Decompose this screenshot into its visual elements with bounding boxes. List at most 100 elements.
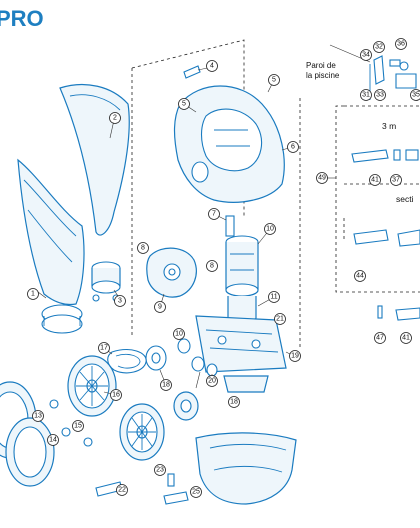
svg-text:21: 21 xyxy=(276,316,284,323)
svg-text:18: 18 xyxy=(162,382,170,389)
wall-connector-parts xyxy=(369,55,417,100)
callout-19: 19 xyxy=(289,350,301,362)
svg-text:7: 7 xyxy=(212,211,216,218)
callout-33: 33 xyxy=(374,89,386,101)
svg-text:22: 22 xyxy=(118,487,126,494)
part-4-clip xyxy=(183,65,201,79)
callout-36: 36 xyxy=(395,38,407,50)
callout-20: 20 xyxy=(206,375,218,387)
part-9-turbine-housing xyxy=(146,247,197,298)
central-body-assembly xyxy=(225,215,259,333)
callout-6: 6 xyxy=(287,141,299,153)
callout-7: 7 xyxy=(208,208,220,220)
callout-17: 17 xyxy=(98,342,110,354)
bottom-hardware xyxy=(95,473,189,505)
callout-8b: 8 xyxy=(206,260,218,272)
callout-37: 37 xyxy=(390,174,402,186)
callout-35: 35 xyxy=(410,89,420,101)
part-16-rear-wheel xyxy=(119,403,165,461)
svg-text:19: 19 xyxy=(291,353,299,360)
callout-5a: 5 xyxy=(178,98,190,110)
label-wall-line1: Paroi de xyxy=(306,61,336,70)
svg-text:5: 5 xyxy=(272,77,276,84)
gear-train xyxy=(145,338,218,377)
svg-text:35: 35 xyxy=(412,92,420,99)
callout-15: 15 xyxy=(72,420,84,432)
part-17-belt xyxy=(107,349,147,374)
svg-text:4: 4 xyxy=(210,63,214,70)
callout-8a: 8 xyxy=(137,242,149,254)
svg-text:11: 11 xyxy=(270,294,277,301)
part-3-collar xyxy=(91,261,121,302)
callout-23: 23 xyxy=(154,464,166,476)
callout-47: 47 xyxy=(374,332,386,344)
part-2-flap xyxy=(59,83,130,236)
svg-text:14: 14 xyxy=(49,437,57,444)
callout-14: 14 xyxy=(47,434,59,446)
callout-41a: 41 xyxy=(369,174,381,186)
svg-text:33: 33 xyxy=(376,92,384,99)
svg-text:25: 25 xyxy=(192,489,200,496)
label-hose-length: 3 m xyxy=(382,121,396,131)
svg-text:5: 5 xyxy=(182,101,186,108)
callouts: 1 2 3 4 5 5 6 7 8 8 9 10 10 11 13 14 15 … xyxy=(27,38,420,498)
part-18-turbine xyxy=(173,391,199,421)
svg-text:8: 8 xyxy=(141,245,145,252)
callout-4: 4 xyxy=(206,60,218,72)
svg-text:31: 31 xyxy=(362,92,370,99)
part-1-bag xyxy=(17,158,85,334)
svg-text:13: 13 xyxy=(34,413,42,420)
svg-text:2: 2 xyxy=(113,115,117,122)
svg-text:18: 18 xyxy=(230,399,238,406)
callout-3: 3 xyxy=(114,295,126,307)
svg-text:1: 1 xyxy=(31,291,35,298)
svg-text:10: 10 xyxy=(175,331,183,338)
part-16-front-wheel xyxy=(67,355,117,417)
svg-text:9: 9 xyxy=(158,304,162,311)
callout-5b: 5 xyxy=(268,74,280,86)
svg-text:3: 3 xyxy=(118,298,122,305)
callout-16: 16 xyxy=(110,389,122,401)
callout-44: 44 xyxy=(354,270,366,282)
diagram-title: PRO xyxy=(0,6,44,31)
callout-10b: 10 xyxy=(173,328,185,340)
callout-9: 9 xyxy=(154,301,166,313)
svg-text:17: 17 xyxy=(100,345,108,352)
svg-text:49: 49 xyxy=(318,175,326,182)
part-6-top-cover xyxy=(173,85,285,203)
callout-2: 2 xyxy=(109,112,121,124)
hose-accessory-panel xyxy=(324,105,420,293)
callout-21: 21 xyxy=(274,313,286,325)
svg-text:32: 32 xyxy=(375,44,383,51)
chassis-base xyxy=(195,315,287,393)
svg-text:34: 34 xyxy=(362,52,370,59)
svg-text:20: 20 xyxy=(208,378,216,385)
callout-25: 25 xyxy=(190,486,202,498)
tire-rings xyxy=(0,381,55,487)
svg-text:16: 16 xyxy=(112,392,120,399)
svg-text:23: 23 xyxy=(156,467,164,474)
svg-text:41: 41 xyxy=(371,177,379,184)
callout-10a: 10 xyxy=(264,223,276,235)
callout-13: 13 xyxy=(32,410,44,422)
svg-text:6: 6 xyxy=(291,144,295,151)
callout-41b: 41 xyxy=(400,332,412,344)
svg-text:41: 41 xyxy=(402,335,410,342)
svg-text:44: 44 xyxy=(356,273,364,280)
callout-18a: 18 xyxy=(160,379,172,391)
svg-text:15: 15 xyxy=(74,423,82,430)
svg-text:10: 10 xyxy=(266,226,274,233)
callout-32: 32 xyxy=(373,41,385,53)
callout-18b: 18 xyxy=(228,396,240,408)
hose-segments xyxy=(351,149,420,321)
label-wall-line2: la piscine xyxy=(306,71,340,80)
callout-22: 22 xyxy=(116,484,128,496)
callout-1: 1 xyxy=(27,288,39,300)
svg-text:47: 47 xyxy=(376,335,384,342)
callout-49: 49 xyxy=(316,172,328,184)
callout-31: 31 xyxy=(360,89,372,101)
callout-34: 34 xyxy=(360,49,372,61)
label-section: secti xyxy=(396,194,414,204)
callout-11: 11 xyxy=(268,291,280,303)
